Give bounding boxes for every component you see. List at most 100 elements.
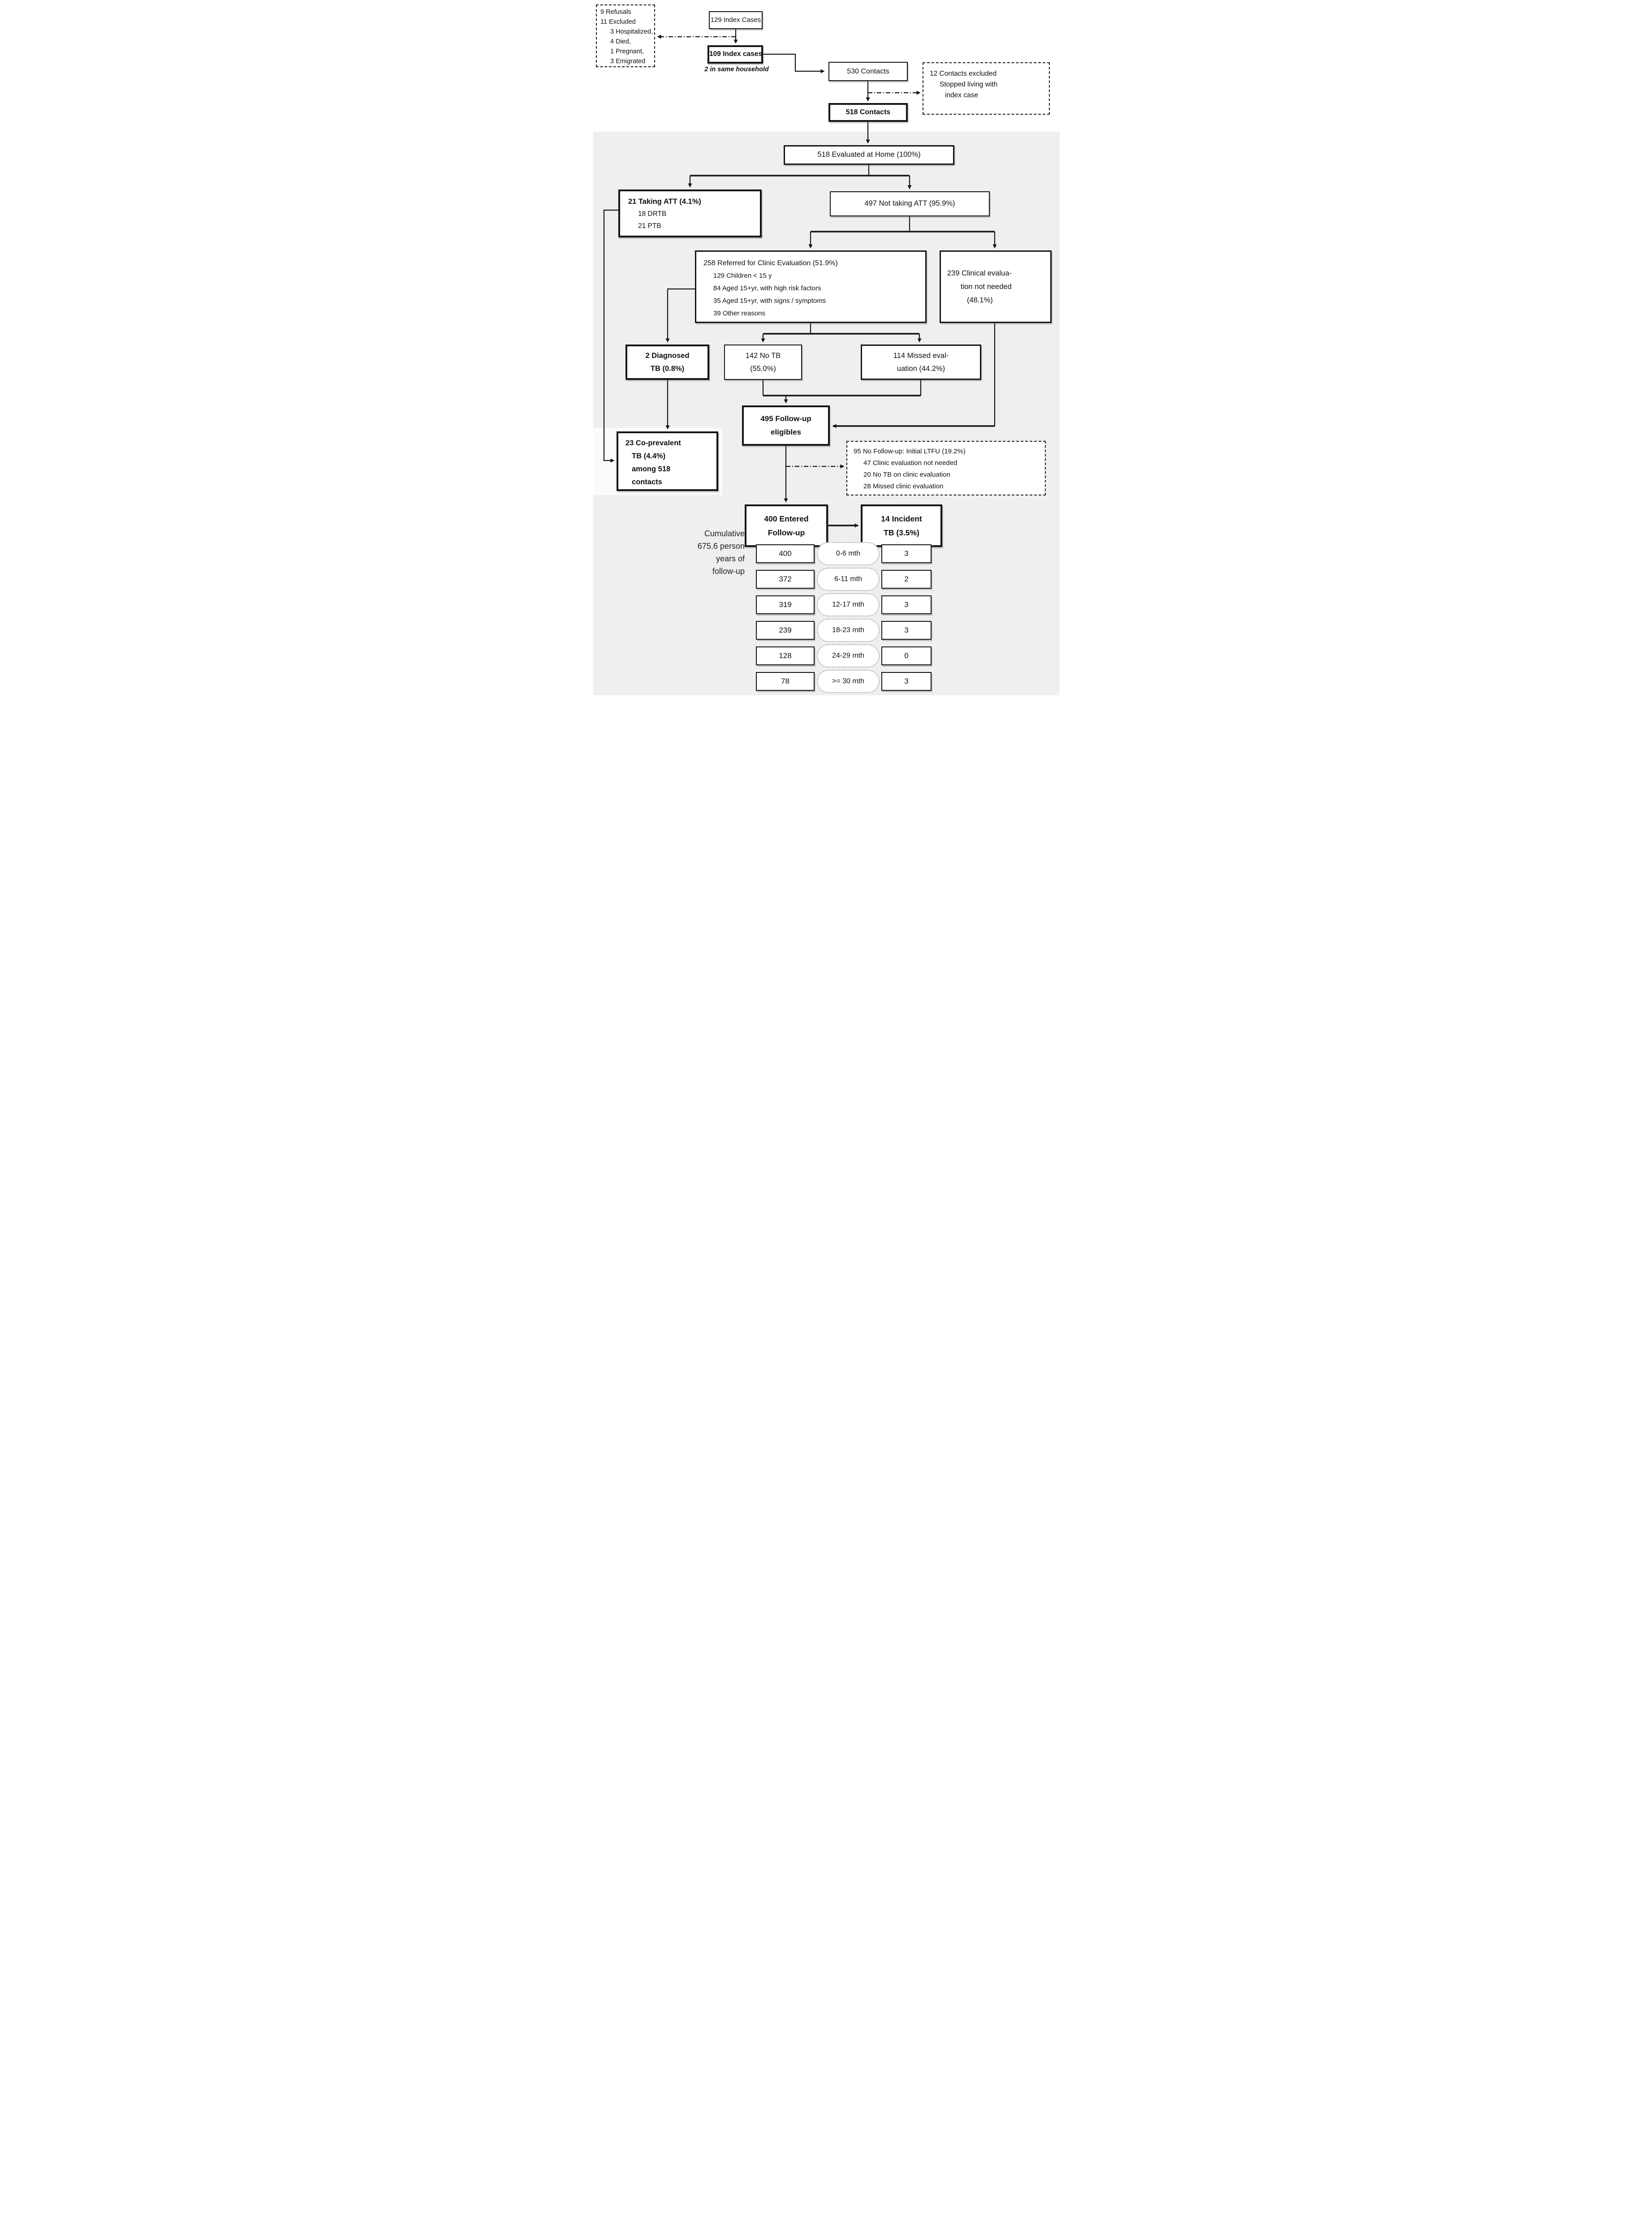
cumulative-line2: 675.6 person [697,541,745,551]
no-followup-line: 95 No Follow-up: Initial LTFU (19.2%) [854,448,966,455]
contacts-excluded-12-box: 12 Contacts excluded Stopped living with… [923,62,1050,115]
followup-eligibles-line2: eligibles [770,428,802,436]
incident-value: 3 [904,676,909,685]
diagnosed-tb-line1: 2 Diagnosed [645,351,690,360]
no-tb-142-box: 142 No TB (55.0%) [724,345,802,380]
entered-followup-line2: Follow-up [768,528,805,537]
incident-tb-line2: TB (3.5%) [884,528,919,537]
other-reasons-line: 39 Other reasons [713,310,765,317]
taking-att-21-box: 21 Taking ATT (4.1%) 18 DRTB 21 PTB [618,190,762,237]
children-line: 129 Children < 15 y [713,272,772,280]
no-tb-line2: (55.0%) [750,364,776,373]
cumulative-line1: Cumulative [704,529,745,538]
taking-att-line: 21 Taking ATT (4.1%) [628,198,701,206]
period-label: 12-17 mth [832,601,865,608]
co-prevalent-line3: among 518 [632,465,671,473]
incident-cell: 3 [881,672,932,691]
evaluated-home-518-label: 518 Evaluated at Home (100%) [817,151,921,159]
period-label: 24-29 mth [832,652,865,659]
period-cell: 18-23 mth [817,619,880,642]
stopped-living-line: Stopped living with [940,81,998,88]
contacts-530-label: 530 Contacts [847,67,889,75]
not-taking-att-497-label: 497 Not taking ATT (95.9%) [864,199,955,208]
at-risk-value: 128 [779,651,792,660]
ptb-line: 21 PTB [638,222,661,230]
referred-clinic-258-box: 258 Referred for Clinic Evaluation (51.9… [695,250,927,323]
referred-clinic-line: 258 Referred for Clinic Evaluation (51.9… [703,259,838,267]
period-cell: 24-29 mth [817,644,880,668]
incident-value: 3 [904,549,909,558]
contacts-518-box: 518 Contacts [828,103,908,122]
refusals-excluded-box: 9 Refusals 11 Excluded 3 Hospitalized, 4… [596,4,655,67]
missed-clinic-line: 28 Missed clinic evaluation [863,482,944,490]
co-prevalent-tb-23-box: 23 Co-prevalent TB (4.4%) among 518 cont… [617,431,718,491]
period-label: 18-23 mth [832,626,865,634]
at-risk-cell: 372 [756,570,815,589]
no-tb-clinic-line: 20 No TB on clinic evaluation [863,471,951,478]
entered-followup-line1: 400 Entered [764,514,809,523]
missed-eval-line1: 114 Missed eval- [893,351,949,360]
clinical-eval-not-needed-239-box: 239 Clinical evalua- tion not needed (48… [940,250,1052,323]
co-prevalent-line2: TB (4.4%) [632,452,666,460]
index-cases-129-label: 129 Index Cases [710,16,761,24]
refusals-line: 9 Refusals [600,9,631,16]
high-risk-line: 84 Aged 15+yr, with high risk factors [713,284,821,292]
period-label: 6-11 mth [834,575,862,583]
clinical-eval-line3: (48.1%) [967,296,993,304]
diagnosed-tb-2-box: 2 Diagnosed TB (0.8%) [625,345,709,380]
at-risk-cell: 319 [756,595,815,614]
excluded-line: 11 Excluded [600,18,636,26]
same-household-caption: 2 in same household [704,66,769,73]
incident-tb-line1: 14 Incident [881,514,922,523]
signs-symptoms-line: 35 Aged 15+yr, with signs / symptoms [713,297,826,305]
missed-eval-114-box: 114 Missed eval- uation (44.2%) [861,345,981,380]
incident-value: 2 [904,574,909,583]
incident-cell: 0 [881,646,932,665]
incident-value: 3 [904,625,909,634]
contacts-518-label: 518 Contacts [845,108,891,116]
co-prevalent-line4: contacts [632,478,662,486]
period-label: 0-6 mth [836,550,861,557]
at-risk-value: 319 [779,600,792,609]
not-taking-att-497-box: 497 Not taking ATT (95.9%) [830,191,990,216]
followup-eligibles-495-box: 495 Follow-up eligibles [742,405,830,446]
co-prevalent-line1: 23 Co-prevalent [625,439,681,447]
clinic-not-needed-line: 47 Clinic evaluation not needed [863,459,958,467]
drtb-line: 18 DRTB [638,210,667,218]
index-cases-109-box: 109 Index cases [707,45,763,64]
incident-value: 0 [904,651,909,660]
incident-cell: 3 [881,544,932,563]
index-case-line: index case [945,91,979,99]
incident-cell: 3 [881,595,932,614]
missed-eval-line2: uation (44.2%) [897,364,945,373]
diagnosed-tb-line2: TB (0.8%) [650,364,685,373]
emigrated-line: 3 Emigrated [610,58,646,65]
incident-cell: 3 [881,621,932,640]
at-risk-value: 239 [779,625,792,634]
incident-cell: 2 [881,570,932,589]
at-risk-cell: 400 [756,544,815,563]
flowchart-page: 9 Refusals 11 Excluded 3 Hospitalized, 4… [588,0,1064,706]
index-cases-129-box: 129 Index Cases [709,11,763,29]
cumulative-line3: years of [716,554,745,563]
period-cell: 6-11 mth [817,568,880,591]
at-risk-value: 372 [779,574,792,583]
died-line: 4 Died, [610,38,631,45]
period-label: >= 30 mth [832,677,865,685]
pregnant-line: 1 Pregnant, [610,48,644,55]
hospitalized-line: 3 Hospitalized, [610,28,653,35]
cumulative-line4: follow-up [712,566,745,576]
at-risk-cell: 239 [756,621,815,640]
clinical-eval-line2: tion not needed [961,283,1012,291]
at-risk-value: 78 [781,676,789,685]
entered-followup-400-box: 400 Entered Follow-up [745,504,828,547]
no-followup-95-box: 95 No Follow-up: Initial LTFU (19.2%) 47… [846,441,1046,495]
at-risk-cell: 128 [756,646,815,665]
followup-eligibles-line1: 495 Follow-up [760,414,811,423]
index-cases-109-label: 109 Index cases [709,50,763,58]
at-risk-value: 400 [779,549,792,558]
clinical-eval-line1: 239 Clinical evalua- [947,269,1012,277]
no-tb-line1: 142 No TB [745,351,781,360]
incident-tb-14-box: 14 Incident TB (3.5%) [861,504,942,547]
at-risk-cell: 78 [756,672,815,691]
